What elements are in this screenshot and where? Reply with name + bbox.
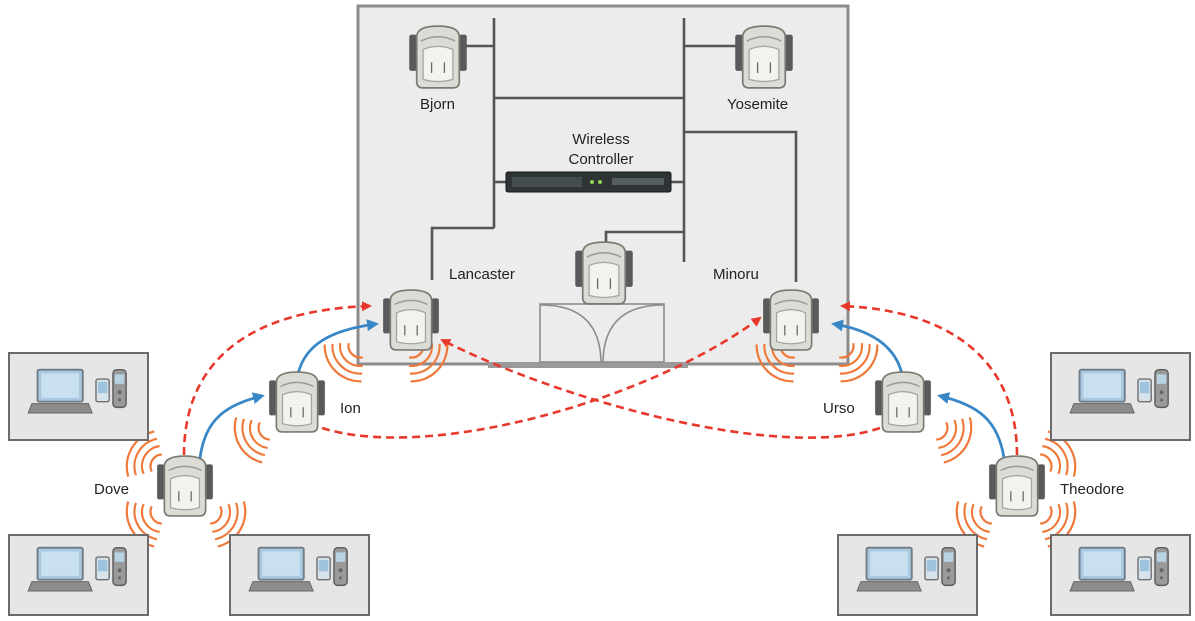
mesh-link-theodore-minoru <box>840 301 1019 456</box>
access-point-icon <box>382 289 440 351</box>
access-point-icon <box>762 289 820 351</box>
client-group-center-left <box>229 534 370 616</box>
uplink-ion-lancaster <box>296 319 379 375</box>
controller-label-line2: Controller <box>568 151 634 168</box>
client-group-left-bottom <box>8 534 149 616</box>
uplinks <box>198 319 1006 459</box>
client-group-center-right <box>837 534 978 616</box>
uplink-dove-ion <box>198 392 265 459</box>
access-point-icon <box>156 455 214 517</box>
label-minoru: Minoru <box>713 266 759 283</box>
access-point-icon <box>988 455 1046 517</box>
wireless-controller-icon <box>505 171 672 193</box>
wired-links <box>430 18 798 282</box>
controller-label-line1: Wireless <box>572 131 630 148</box>
mesh-link-urso-lancaster <box>440 338 881 439</box>
access-point-icon <box>408 25 468 89</box>
client-group-right-top <box>1050 352 1191 441</box>
label-ion: Ion <box>340 400 361 417</box>
label-urso: Urso <box>823 400 855 417</box>
client-group-right-bottom <box>1050 534 1191 616</box>
access-point-icon <box>734 25 794 89</box>
access-point-icon <box>574 241 634 305</box>
access-point-icon <box>874 371 932 433</box>
building-floor <box>488 362 688 368</box>
label-lancaster: Lancaster <box>449 266 515 283</box>
label-yosemite: Yosemite <box>727 96 789 113</box>
client-group-left-top <box>8 352 149 441</box>
label-theodore: Theodore <box>1060 481 1125 498</box>
uplink-theodore-urso <box>937 392 1006 459</box>
mesh-link-ion-minoru <box>321 316 762 439</box>
label-bjorn: Bjorn <box>420 96 456 113</box>
access-point-icon <box>268 371 326 433</box>
mesh-links <box>182 301 1019 456</box>
label-wireless-controller: Wireless Controller <box>556 130 646 170</box>
mesh-link-dove-lancaster <box>182 301 372 456</box>
label-dove: Dove <box>94 481 130 498</box>
client-boxes <box>8 352 1191 616</box>
uplink-urso-minoru <box>831 319 904 375</box>
